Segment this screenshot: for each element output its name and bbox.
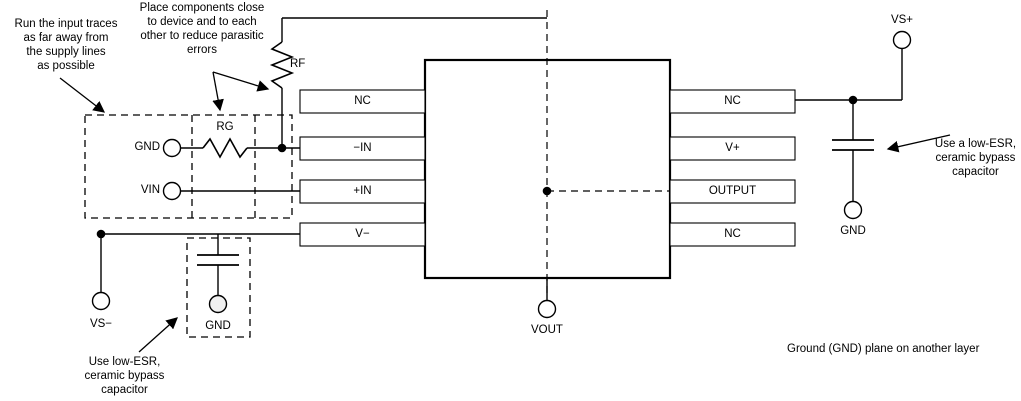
pin-label-left-vminus: V− <box>355 228 370 240</box>
input-traces-annotation-arrow <box>59 77 106 113</box>
left-bypass-dashed-box <box>186 237 251 338</box>
pin-label-right-vplus: V+ <box>725 142 740 154</box>
pin-label-right-nc2: NC <box>724 228 741 240</box>
bypass-left-annotation-text: Use low-ESR, ceramic bypass capacitor <box>84 356 165 396</box>
place-components-annotation-text: Place components close to device and to … <box>139 2 265 56</box>
vs-positive-terminal-label: VS+ <box>890 14 914 26</box>
vout-terminal-circle[interactable] <box>537 299 557 319</box>
gnd-bottom-terminal-label: GND <box>205 320 231 332</box>
gnd-input-terminal-circle[interactable] <box>162 138 182 158</box>
gain-resistor-symbol <box>202 137 248 159</box>
feedback-resistor-symbol <box>269 41 295 89</box>
ground-plane-note-text: Ground (GND) plane on another layer <box>787 343 980 355</box>
pin-box-right-1 <box>669 89 796 114</box>
gnd-input-terminal-label: GND <box>134 141 160 153</box>
place-components-annotation-arrow-rf <box>212 71 270 92</box>
vs-negative-terminal-label: VS− <box>89 318 113 330</box>
place-components-annotation-arrow-rg <box>212 71 224 112</box>
pin-box-right-4 <box>669 222 796 247</box>
bypass-right-annotation-arrow <box>886 134 951 153</box>
pin-label-left-noninv: +IN <box>353 185 372 197</box>
pin-label-right-nc1: NC <box>724 95 741 107</box>
vin-terminal-circle[interactable] <box>162 181 182 201</box>
bypass-left-annotation-arrow <box>138 317 178 353</box>
pin-label-left-nc: NC <box>354 95 371 107</box>
gnd-right-terminal-circle[interactable] <box>843 200 863 220</box>
gnd-bottom-terminal-circle[interactable] <box>208 294 228 314</box>
pin-box-left-1 <box>299 89 426 114</box>
vout-terminal-label: VOUT <box>531 324 563 336</box>
gain-resistor-label: RG <box>216 121 234 133</box>
pin-box-right-2 <box>669 136 796 161</box>
gnd-right-terminal-label: GND <box>840 225 866 237</box>
vin-terminal-label: VIN <box>140 184 160 196</box>
input-traces-annotation-text: Run the input traces as far away from th… <box>14 18 118 72</box>
bypass-right-annotation-text: Use a low-ESR, ceramic bypass capacitor <box>934 138 1017 178</box>
vs-positive-terminal-circle[interactable] <box>892 30 912 50</box>
pin-label-left-inv: −IN <box>353 142 372 154</box>
ic-center-junction-dot <box>542 186 552 196</box>
feedback-resistor-label: RF <box>290 58 306 70</box>
input-trace-region-dashed-box <box>84 114 293 219</box>
vs-negative-terminal-circle[interactable] <box>91 291 111 311</box>
pin-label-right-output: OUTPUT <box>708 185 757 197</box>
